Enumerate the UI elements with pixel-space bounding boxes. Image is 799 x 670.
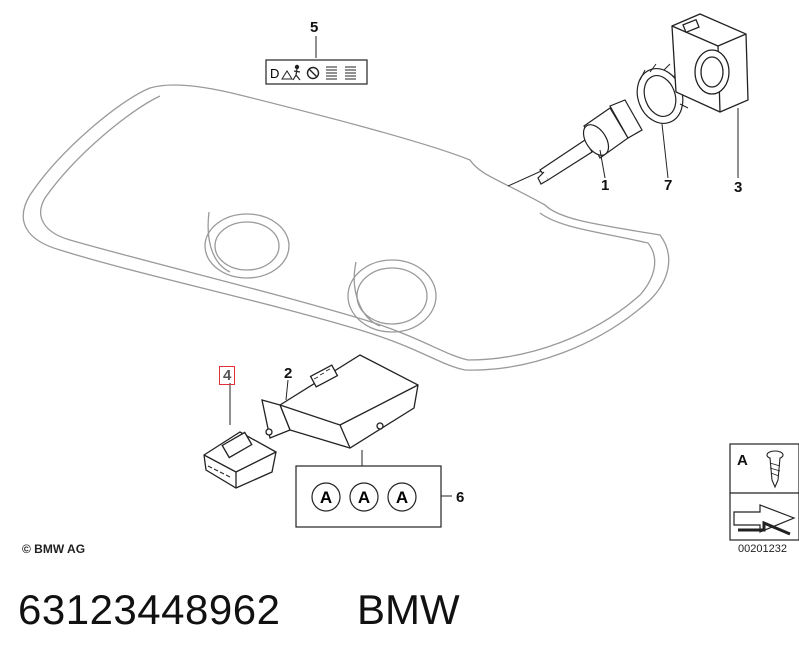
- legend-letter: A: [737, 452, 748, 469]
- callout-4-selected[interactable]: 4: [219, 366, 236, 385]
- label-set: A A A: [295, 465, 442, 528]
- screw-icon: [766, 450, 784, 489]
- part-number: 63123448962: [18, 586, 281, 633]
- parts-diagram: D: [22, 13, 799, 541]
- diagram-number: 00201232: [738, 543, 787, 555]
- callout-5[interactable]: 5: [310, 19, 319, 36]
- xenon-bulb: [507, 99, 643, 187]
- no-symbol-icon: [306, 66, 320, 80]
- callout-7[interactable]: 7: [664, 177, 673, 194]
- warning-label: D: [265, 59, 368, 85]
- text-lines-icon: [326, 66, 337, 80]
- label-a-3-text: A: [396, 488, 408, 507]
- warning-triangle-icon: [281, 70, 293, 80]
- igniter-module: [203, 431, 277, 489]
- person-icon: [292, 64, 301, 81]
- callout-2[interactable]: 2: [284, 365, 293, 382]
- label-a-3: A: [387, 482, 417, 512]
- headlight-housing: [22, 84, 670, 371]
- label-a-1-text: A: [320, 488, 332, 507]
- ballast-control-unit: [261, 354, 419, 449]
- ignition-module-housing: [671, 13, 749, 113]
- arrow-icon: [733, 504, 796, 536]
- leader-lines: [229, 36, 739, 497]
- warning-label-letter: D: [270, 66, 279, 81]
- brand-name: BMW: [357, 586, 460, 633]
- label-a-2: A: [349, 482, 379, 512]
- text-lines-icon: [345, 66, 356, 80]
- copyright-text: © BMW AG: [22, 542, 86, 556]
- callout-6[interactable]: 6: [456, 489, 465, 506]
- callout-3[interactable]: 3: [734, 179, 743, 196]
- callout-1[interactable]: 1: [601, 177, 610, 194]
- label-a-1: A: [311, 482, 341, 512]
- legend-box: [729, 443, 799, 541]
- bulb-ring: [636, 63, 689, 124]
- label-a-2-text: A: [358, 488, 370, 507]
